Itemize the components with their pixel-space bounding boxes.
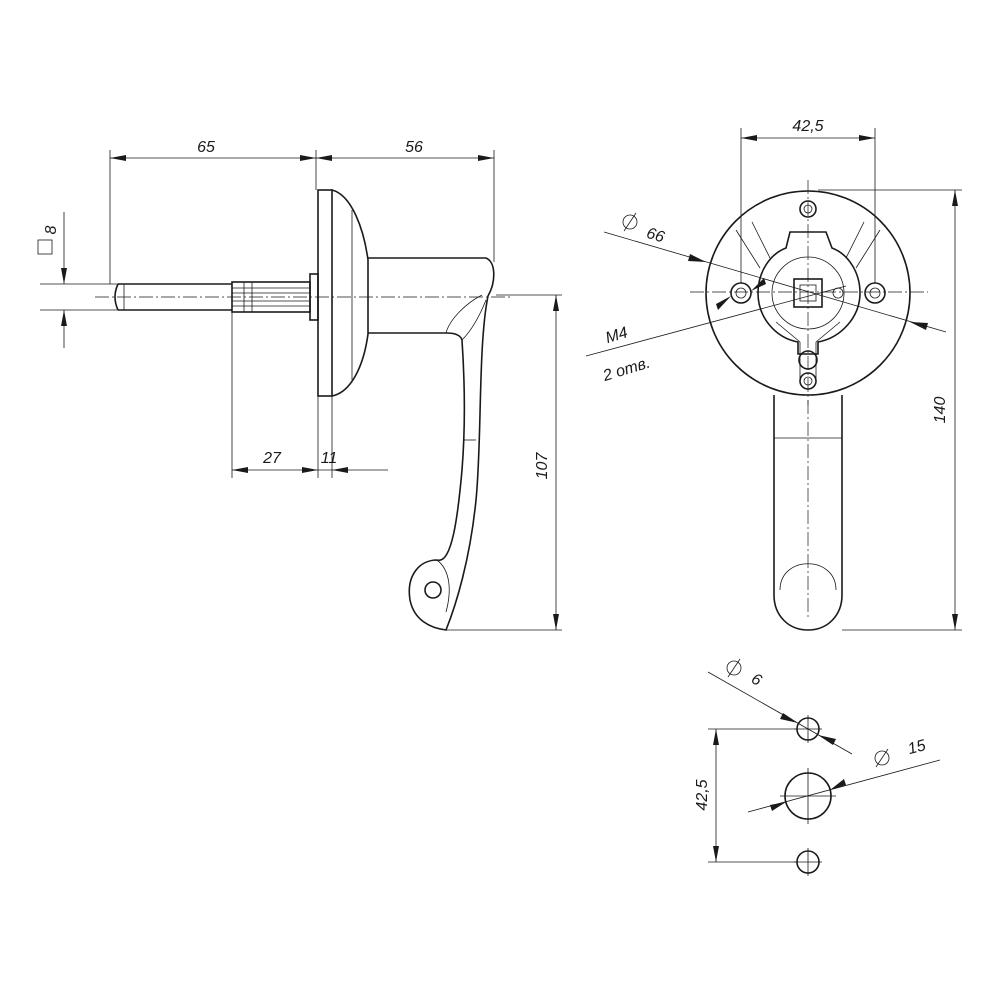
- dim-66-label: 66: [644, 225, 666, 246]
- holes-count-label: 2 отв.: [600, 354, 652, 385]
- dim-42-5-side-label: 42,5: [694, 779, 711, 810]
- dim-15-label: 15: [906, 737, 928, 758]
- hole-pattern: 6 15 42,5: [694, 658, 941, 876]
- dim-56-label: 56: [405, 139, 423, 156]
- dim-27-label: 27: [262, 450, 282, 467]
- thread-label: M4: [604, 324, 630, 347]
- dim-11-label: 11: [321, 450, 338, 467]
- dim-65-label: 65: [197, 139, 215, 156]
- side-view: 65 56 8 27 11 107: [37, 139, 562, 631]
- diameter-symbol-66: [622, 212, 638, 232]
- rosette-outline: [705, 190, 911, 396]
- square-symbol: [37, 239, 53, 255]
- dim-8-label: 8: [43, 225, 60, 234]
- handle-front: [773, 395, 843, 631]
- front-view: 42,5 140 66 M4 2 отв.: [585, 118, 962, 631]
- dim-107-label: 107: [534, 452, 551, 480]
- rosette: [317, 189, 369, 397]
- handle-lever: [368, 257, 495, 631]
- diameter-symbol-6: [726, 658, 742, 678]
- dim-140-label: 140: [932, 397, 949, 424]
- dim-42-5-top-label: 42,5: [792, 118, 823, 135]
- dim-6-label: 6: [748, 671, 764, 690]
- diameter-symbol-15: [874, 748, 890, 768]
